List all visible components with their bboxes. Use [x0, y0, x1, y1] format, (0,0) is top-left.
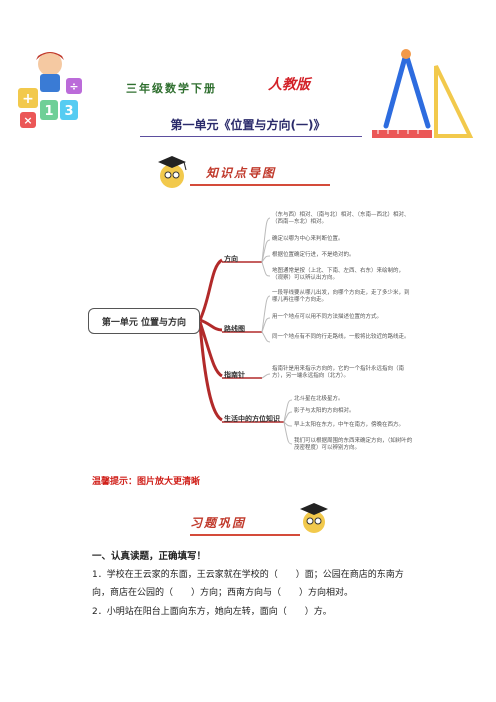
banner-underline: [190, 184, 330, 186]
note-life-2: 影子与太阳的方向相对。: [294, 408, 355, 414]
grade-title: 三年级数学下册: [126, 82, 217, 95]
practice-title: 习题巩固: [190, 516, 247, 530]
question-1-line-1: 1．学校在王云家的东面，王云家就在学校的（ ）面；公园在商店的东南方: [92, 570, 404, 580]
knowledge-map-title: 知识点导图: [206, 166, 277, 180]
note-compass-1: 指南针是用来指示方向的，它的一个指针永远指向（南方），另一端永远指向（北方）。: [272, 366, 405, 379]
note-direction-1: （东与西）相对、（南与北）相对、（东南—西北）相对、（西南—东北）相对。: [272, 212, 410, 225]
svg-text:3: 3: [64, 104, 73, 119]
practice-banner: 习题巩固: [190, 500, 340, 540]
svg-text:÷: ÷: [69, 80, 78, 93]
edition-label: 人教版: [268, 77, 310, 93]
mind-map-root: 第一单元 位置与方向: [88, 308, 200, 334]
graduate-mascot-icon: [158, 156, 187, 188]
branch-direction: 方向: [224, 255, 238, 263]
section-heading: 一、认真读题，正确填写！: [92, 551, 207, 562]
note-life-4: 我们可以根据周围的东西来确定方向，（如树叶的茂密程度）可以辨别方向。: [294, 438, 413, 451]
branch-compass: 指南针: [224, 371, 245, 379]
question-1-line-2: 向，商店在公园的（ ）方向；西南方向与（ ）方向相对。: [92, 588, 354, 598]
branch-life-knowledge: 生活中的方位知识: [224, 415, 280, 423]
unit-title: 第一单元《位置与方向(一)》: [170, 118, 326, 132]
branch-route-map: 路线图: [224, 325, 245, 333]
svg-text:+: +: [22, 91, 34, 107]
graduate-mascot-icon: [300, 503, 328, 533]
note-route-2: 用一个地点可以用不同方法描述位置的方式。: [272, 314, 383, 320]
note-direction-2: 确定以哪为中心来判断位置。: [272, 236, 344, 242]
note-direction-4: 地图通常是按（上北、下南、左西、右东）来绘制的，（观察）可以辨认出方向。: [272, 268, 405, 281]
question-2-line-1: 2．小明站在阳台上面向东方，她向左转，面向（ ）方。: [92, 607, 332, 617]
note-life-1: 北斗星在北极星方。: [294, 396, 344, 402]
zoom-tip: 温馨提示：图片放大更清晰: [92, 477, 201, 487]
mind-map: 方向 （东与西）相对、（南与北）相对、（东南—西北）相对、（西南—东北）相对。 …: [86, 196, 416, 466]
practice-underline: [190, 534, 300, 536]
mind-map-connectors: [198, 217, 293, 445]
note-route-1: 一段导线要从哪儿出发，向哪个方向走，走了多少米，到哪儿再往哪个方向走。: [272, 290, 410, 303]
knowledge-map-banner: 知识点导图: [150, 152, 340, 192]
svg-text:1: 1: [44, 104, 53, 119]
compass-ruler-illustration: [366, 46, 478, 144]
kid-with-numbers-illustration: + 1 3 ÷ ×: [10, 42, 96, 134]
title-underline: [140, 136, 362, 137]
svg-text:×: ×: [23, 114, 32, 127]
note-direction-3: 根据位置确定行进，不是绝对的。: [272, 252, 355, 258]
note-route-3: 同一个地点有不同的行走路线，一般将比较近的路线走。: [272, 334, 410, 340]
note-life-3: 早上太阳在东方，中午在南方，傍晚在西方。: [294, 422, 405, 428]
